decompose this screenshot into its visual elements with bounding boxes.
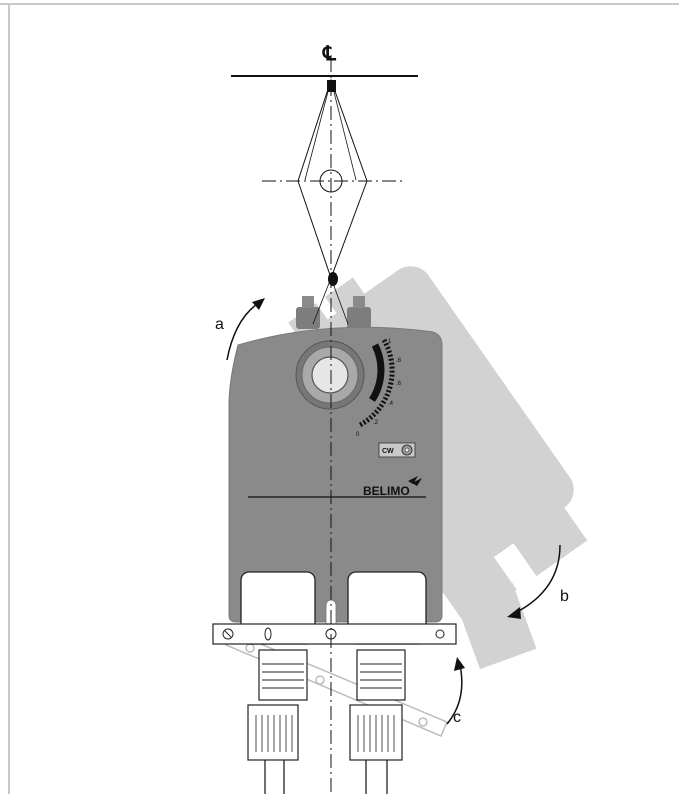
arrow-a-head-icon — [252, 298, 265, 310]
scale-tick-arc — [358, 338, 395, 428]
bracket-hole-right — [435, 629, 445, 639]
arrow-b — [507, 544, 561, 619]
arrow-b-head-icon — [507, 607, 521, 619]
arrow-c-head-icon — [454, 657, 465, 671]
cable-boot-left — [247, 704, 299, 761]
brand-mark-icon — [408, 476, 422, 486]
spindle-bore — [311, 356, 349, 394]
gland-ridges — [262, 663, 402, 689]
scale-label-08: .8 — [396, 358, 402, 364]
arrow-label-a: a — [215, 316, 224, 333]
arrow-b-path — [514, 544, 561, 614]
centerline-symbol: ℄ — [322, 43, 337, 65]
actuator-body: 1 .8 .6 .4 .2 0 CW BELIMO — [212, 296, 457, 794]
arrow-c — [446, 657, 465, 725]
bracket-slot — [264, 627, 272, 641]
arrow-label-c: c — [453, 709, 461, 726]
arrow-c-path — [446, 664, 463, 725]
shadow-gland-c — [456, 582, 537, 670]
pivot-circle — [319, 169, 343, 193]
mount-bolt-right — [353, 296, 365, 308]
cw-label: CW — [382, 448, 394, 455]
mount-clamp-left — [296, 307, 320, 329]
scale-label-02: .2 — [373, 420, 379, 426]
arrow-a — [226, 298, 265, 361]
brand-logo: BELIMO — [363, 484, 410, 498]
mount-bolt-left — [302, 296, 314, 308]
gland-right — [356, 649, 406, 701]
scale-label-1: 1 — [388, 339, 392, 345]
shaft-clamp — [328, 272, 338, 286]
cables — [264, 760, 388, 794]
damper-clamp — [327, 80, 336, 92]
linkage-diamond — [297, 78, 368, 280]
cable-boot-ribs — [255, 715, 395, 752]
scale-label-04: .4 — [388, 401, 394, 407]
arrow-label-b: b — [560, 588, 569, 605]
scale-indicator-arc — [369, 343, 385, 402]
gland-left — [258, 649, 308, 701]
shadow-connector-right — [499, 487, 588, 577]
scale-label-06: .6 — [396, 381, 402, 387]
scale-label-0: 0 — [356, 432, 360, 438]
mount-clamp-right — [347, 307, 371, 329]
actuator-housing — [228, 326, 443, 623]
damper-linkage — [231, 58, 418, 794]
shadow-mount-right — [325, 277, 371, 322]
scale-labels: 1 .8 .6 .4 .2 0 — [356, 339, 402, 438]
